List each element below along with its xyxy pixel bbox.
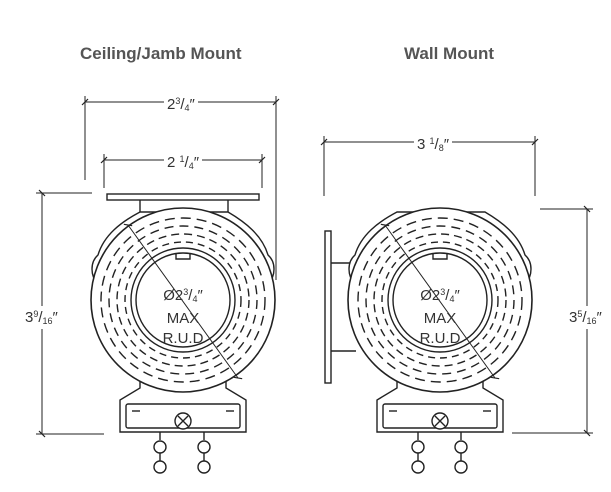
ceiling-ring-4 xyxy=(116,233,250,367)
wall-diameter-value: Ø23/4″ xyxy=(420,287,460,304)
wall-rud-label: R.U.D xyxy=(419,330,461,347)
ceiling-center-label: Ø23/4″ MAX R.U.D xyxy=(150,282,216,349)
wall-overall-width-label: 3 1/8″ xyxy=(414,133,453,156)
ceiling-diameter-line xyxy=(123,223,243,380)
wall-mount-title: Wall Mount xyxy=(404,44,495,63)
ceiling-plate-width-label: 2 1/4″ xyxy=(164,151,203,174)
wall-max-label: MAX xyxy=(423,310,457,327)
ceiling-neck xyxy=(139,200,229,212)
wall-center-label: Ø23/4″ MAX R.U.D xyxy=(407,282,473,349)
wall-lugs xyxy=(411,432,468,474)
wall-dimensions xyxy=(320,136,593,437)
wall-ring-4 xyxy=(373,233,507,367)
ceiling-top-plate xyxy=(106,193,260,201)
ceiling-max-label: MAX xyxy=(166,310,200,327)
ceiling-lugs xyxy=(153,432,211,474)
wall-ring-2 xyxy=(357,217,523,383)
ceiling-overall-width-label: 23/4″ xyxy=(164,93,198,116)
ceiling-ring-2 xyxy=(100,217,266,383)
wall-mount-unit xyxy=(324,207,533,474)
ceiling-height-label: 39/16″ xyxy=(22,306,61,329)
ceiling-diameter-value: Ø23/4″ xyxy=(163,287,203,304)
ceiling-rud-label: R.U.D xyxy=(162,330,204,347)
wall-diameter-line xyxy=(380,223,500,380)
ceiling-mount-title: Ceiling/Jamb Mount xyxy=(80,44,242,63)
wall-side-plate xyxy=(324,230,332,384)
ceiling-mount-unit xyxy=(90,193,276,474)
wall-height-label: 35/16″ xyxy=(566,306,605,329)
